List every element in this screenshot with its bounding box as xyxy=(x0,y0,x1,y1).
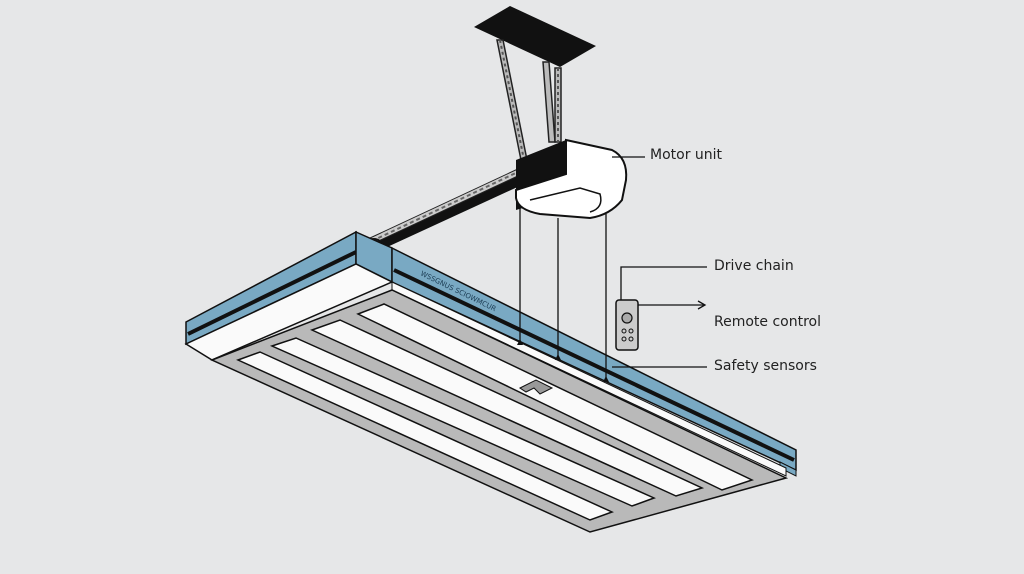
label-drive-chain: Drive chain xyxy=(714,258,794,274)
motor-unit xyxy=(515,138,628,220)
drive-rail xyxy=(365,167,524,254)
arrow-head-remote xyxy=(697,300,707,310)
hanging-straps xyxy=(496,39,562,161)
label-remote-control: Remote control xyxy=(714,314,821,330)
door-panels xyxy=(236,303,754,521)
sensor-cables xyxy=(519,208,607,380)
ceiling-mount-plate xyxy=(474,6,596,67)
remote-control-device xyxy=(615,299,639,351)
leader-lines xyxy=(612,156,707,368)
door-bracket xyxy=(519,379,554,395)
garage-door xyxy=(184,230,797,533)
label-motor-unit: Motor unit xyxy=(650,147,723,163)
label-safety-sensors: Safety sensors xyxy=(714,358,817,374)
leader-drive-chain xyxy=(620,266,707,300)
sensor-arrows xyxy=(517,339,609,382)
